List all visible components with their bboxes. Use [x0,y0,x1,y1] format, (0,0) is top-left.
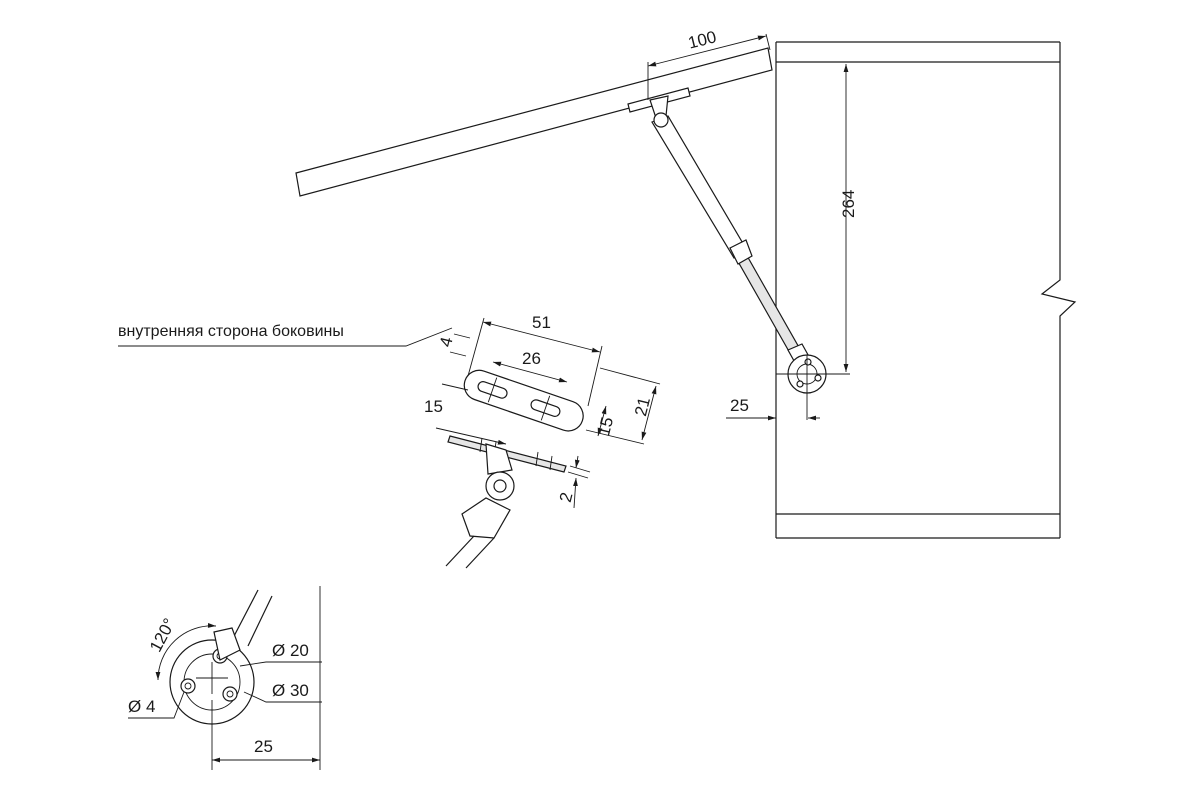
mount-detail: 120° Ø 20 Ø 30 Ø 4 25 [128,586,322,770]
dia-20-label: Ø 20 [272,641,309,660]
cabinet-panel [775,41,1077,539]
dim-26-label: 26 [522,349,541,368]
dim-2-label: 2 [556,490,577,504]
dim-15-left-label: 15 [424,397,443,416]
inner-side-label: внутренняя сторона боковины [118,323,344,340]
dia-30-label: Ø 30 [272,681,309,700]
dim-25-top: 25 [726,396,820,421]
dim-4-label: 4 [436,335,457,349]
bracket-detail: внутренняя сторона боковины 51 26 4 15 [118,313,661,569]
dim-264: 264 [839,63,858,372]
dim-51-label: 51 [532,313,551,332]
gas-spring-main [649,95,850,420]
dia-4-label: Ø 4 [128,697,155,716]
dim-120-label: 120° [146,615,179,655]
dim-15-right-label: 15 [594,415,617,438]
dim-100-label: 100 [686,27,718,52]
dim-25-top-label: 25 [730,396,749,415]
dim-264-label: 264 [839,190,858,218]
dim-21-label: 21 [631,395,654,418]
dim-25-bottom-label: 25 [254,737,273,756]
